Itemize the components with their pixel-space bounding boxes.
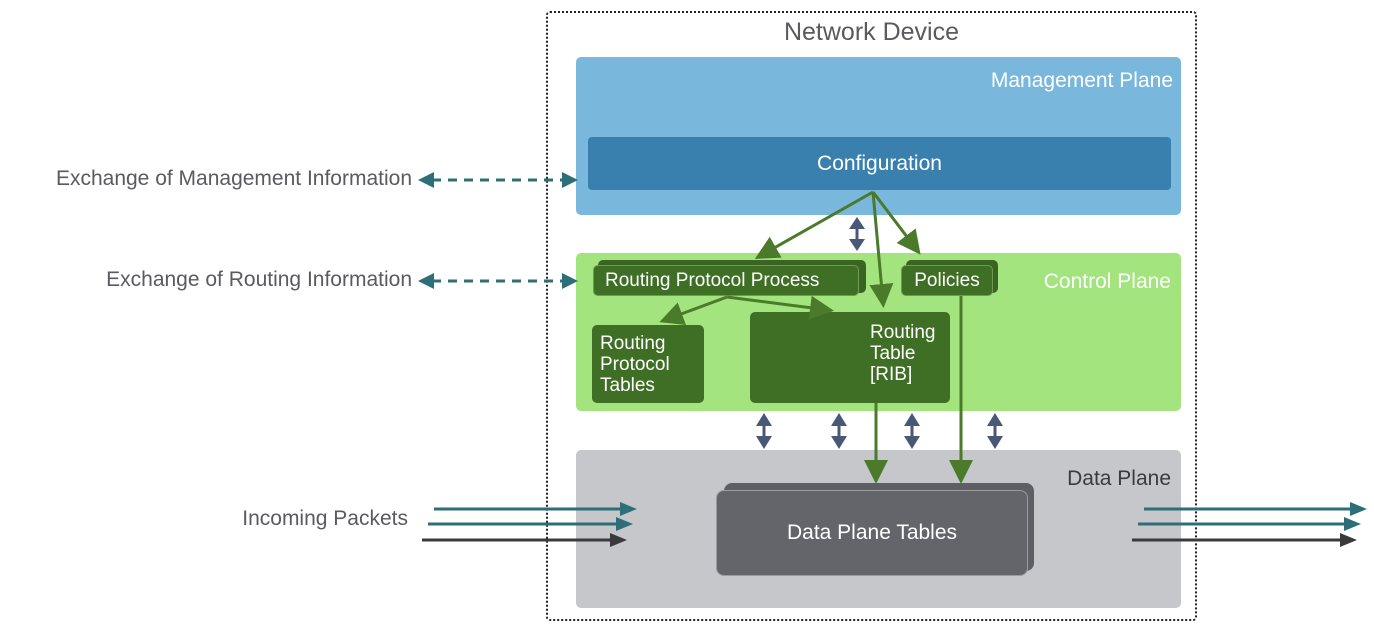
data-plane-tables-box: Data Plane Tables <box>716 490 1028 576</box>
management-plane-label: Management Plane <box>990 69 1173 92</box>
bidirectional-arrows <box>756 217 1003 449</box>
management-exchange-arrow <box>418 172 578 188</box>
incoming-packets-label: Incoming Packets <box>242 507 408 530</box>
routing-protocol-process-label: Routing Protocol Process <box>605 269 820 291</box>
routing-protocol-tables-line: Protocol <box>600 354 670 375</box>
outgoing-packet-arrows <box>1132 502 1367 547</box>
bidirectional-arrow <box>849 217 865 251</box>
routing-protocol-tables-line: Tables <box>600 375 655 396</box>
policies-box: Policies <box>901 265 993 296</box>
routing-table-rib-box: Routing Table [RIB] <box>750 312 950 403</box>
policies-label: Policies <box>914 269 980 291</box>
bidirectional-arrow <box>756 413 772 449</box>
management-exchange-label: Exchange of Management Information <box>55 167 412 190</box>
routing-protocol-process-box: Routing Protocol Process <box>593 265 859 296</box>
bidirectional-arrow <box>987 413 1003 449</box>
routing-table-line: [RIB] <box>870 364 913 385</box>
routing-exchange-label: Exchange of Routing Information <box>106 268 412 291</box>
incoming-packet-arrows <box>422 502 637 547</box>
bidirectional-arrow <box>831 413 847 449</box>
configuration-label: Configuration <box>817 151 942 175</box>
data-plane-tables-label: Data Plane Tables <box>786 521 958 544</box>
fib-flow-arrows <box>864 296 973 484</box>
configuration-flow-arrows <box>754 190 921 308</box>
network-device-boundary <box>546 11 1197 621</box>
configuration-box: Configuration <box>588 137 1171 190</box>
control-plane-label: Control Plane <box>1043 270 1171 293</box>
routing-protocol-tables-line: Routing <box>600 333 666 354</box>
routing-table-line: Routing <box>870 322 936 343</box>
routing-protocol-tables-box: Routing Protocol Tables <box>592 325 704 403</box>
routing-table-line: Table <box>870 343 916 364</box>
data-plane-label: Data Plane <box>1067 467 1171 490</box>
routing-exchange-arrow <box>418 273 578 289</box>
network-device-title: Network Device <box>783 18 960 46</box>
routing-process-flow-arrows <box>659 295 834 325</box>
bidirectional-arrow <box>904 413 920 449</box>
